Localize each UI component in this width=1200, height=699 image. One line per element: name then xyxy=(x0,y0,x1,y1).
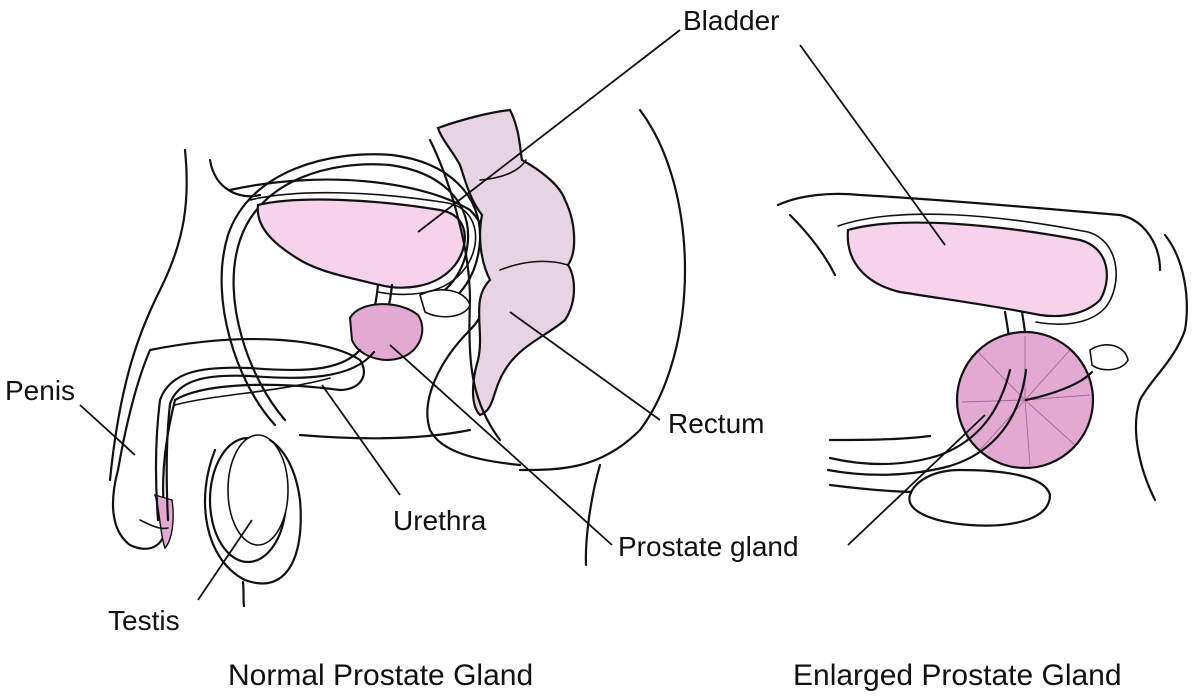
enlarged-anatomy-illustration xyxy=(776,192,1188,527)
normal-caption: Normal Prostate Gland xyxy=(228,659,533,692)
enlarged-caption: Enlarged Prostate Gland xyxy=(793,659,1122,692)
testis-label: Testis xyxy=(108,605,180,636)
penis-leader xyxy=(79,404,136,456)
testis-leader xyxy=(197,519,253,601)
prostate-gland-label: Prostate gland xyxy=(618,531,799,562)
rectum-label: Rectum xyxy=(668,408,764,439)
penis-label: Penis xyxy=(5,375,75,406)
prostate-leader-normal xyxy=(389,344,613,546)
bladder-label: Bladder xyxy=(683,5,780,36)
urethra-label: Urethra xyxy=(393,505,487,536)
bladder-leader-normal xyxy=(417,29,681,233)
bladder-leader-enlarged xyxy=(799,44,946,246)
urethra-leader xyxy=(321,384,401,496)
rectum-leader xyxy=(509,311,661,421)
prostate-leader-enlarged xyxy=(847,414,986,546)
normal-anatomy-illustration xyxy=(108,108,686,608)
